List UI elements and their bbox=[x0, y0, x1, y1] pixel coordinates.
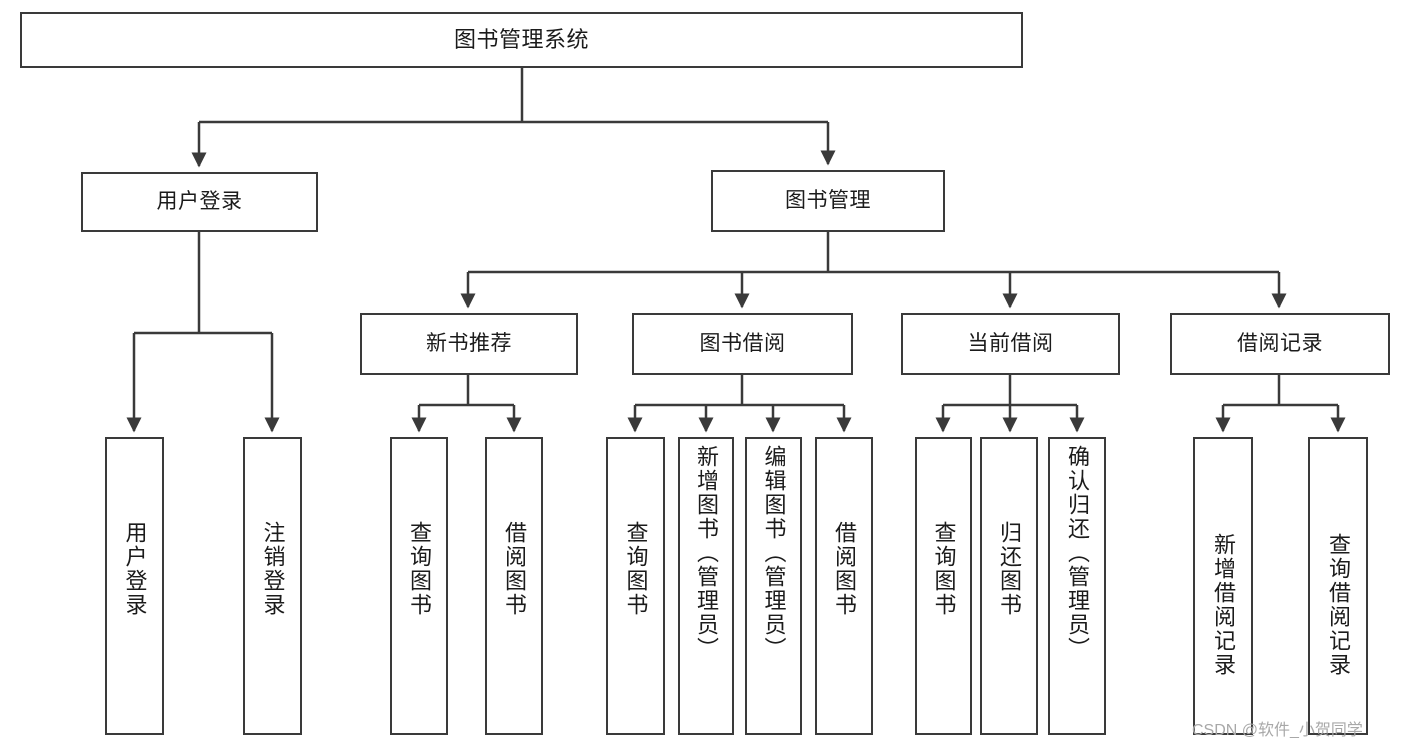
leaf-borrow-record-query[interactable]: 查询借阅记录 bbox=[1308, 437, 1368, 735]
node-label: 图书管理 bbox=[785, 188, 871, 212]
leaf-book-borrow-add[interactable]: 新增图书（管理员） bbox=[678, 437, 734, 735]
csdn-watermark: CSDN @软件_小贺同学 bbox=[1192, 722, 1363, 739]
node-label: 查询借阅记录 bbox=[1326, 533, 1351, 677]
node-book-borrow[interactable]: 图书借阅 bbox=[632, 313, 853, 375]
node-new-book-recommend[interactable]: 新书推荐 bbox=[360, 313, 578, 375]
node-label: 归还图书 bbox=[997, 521, 1022, 617]
node-label: 新增借阅记录 bbox=[1211, 533, 1236, 677]
leaf-book-borrow-edit[interactable]: 编辑图书（管理员） bbox=[745, 437, 802, 735]
node-label: 借阅记录 bbox=[1237, 331, 1323, 355]
node-label: 用户登录 bbox=[156, 189, 243, 213]
leaf-borrow-record-add[interactable]: 新增借阅记录 bbox=[1193, 437, 1253, 735]
leaf-book-borrow-lend[interactable]: 借阅图书 bbox=[815, 437, 873, 735]
node-user-login[interactable]: 用户登录 bbox=[81, 172, 318, 232]
leaf-new-book-query[interactable]: 查询图书 bbox=[390, 437, 448, 735]
leaf-current-borrow-confirm[interactable]: 确认归还（管理员） bbox=[1048, 437, 1106, 735]
leaf-current-borrow-return[interactable]: 归还图书 bbox=[980, 437, 1038, 735]
node-label: 用户登录 bbox=[122, 521, 148, 617]
node-label: 查询图书 bbox=[407, 521, 432, 617]
node-current-borrow[interactable]: 当前借阅 bbox=[901, 313, 1120, 375]
node-label: 借阅图书 bbox=[502, 521, 527, 617]
leaf-user-login-logout[interactable]: 注销登录 bbox=[243, 437, 302, 735]
leaf-current-borrow-query[interactable]: 查询图书 bbox=[915, 437, 972, 735]
leaf-new-book-borrow[interactable]: 借阅图书 bbox=[485, 437, 543, 735]
node-label: 图书管理系统 bbox=[453, 27, 589, 53]
leaf-user-login-login[interactable]: 用户登录 bbox=[105, 437, 164, 735]
node-label: 借阅图书 bbox=[832, 521, 857, 617]
node-label: 新书推荐 bbox=[426, 331, 512, 355]
node-root-system[interactable]: 图书管理系统 bbox=[20, 12, 1023, 68]
node-label: 查询图书 bbox=[623, 521, 649, 617]
node-label: 新增图书（管理员） bbox=[694, 445, 719, 661]
node-book-management[interactable]: 图书管理 bbox=[711, 170, 945, 232]
leaf-book-borrow-query[interactable]: 查询图书 bbox=[606, 437, 665, 735]
node-label: 注销登录 bbox=[260, 521, 286, 617]
node-label: 图书借阅 bbox=[699, 331, 786, 355]
node-label: 查询图书 bbox=[931, 521, 957, 617]
node-label: 当前借阅 bbox=[967, 331, 1054, 355]
node-borrow-record[interactable]: 借阅记录 bbox=[1170, 313, 1390, 375]
node-label: 编辑图书（管理员） bbox=[761, 445, 787, 661]
node-label: 确认归还（管理员） bbox=[1065, 445, 1090, 661]
